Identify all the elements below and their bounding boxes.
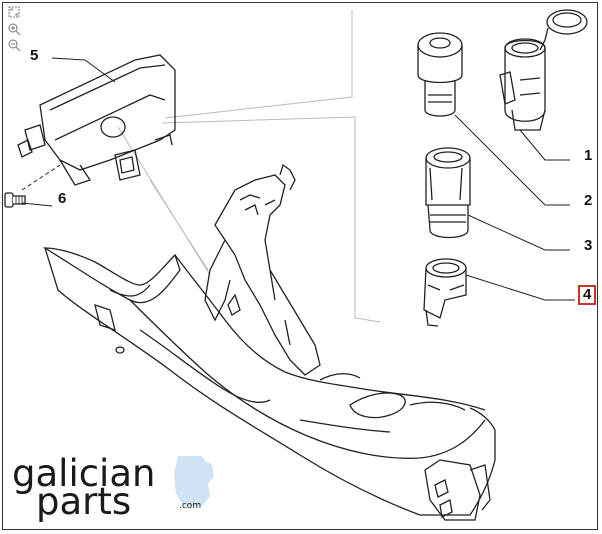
zoom-in-icon[interactable] xyxy=(7,22,21,36)
callout-1[interactable]: 1 xyxy=(584,147,593,164)
part-6-screw xyxy=(4,192,26,208)
part-2-lighter-plug xyxy=(417,32,463,117)
fit-view-icon[interactable] xyxy=(7,5,21,19)
center-console xyxy=(42,163,496,521)
callout-6[interactable]: 6 xyxy=(58,190,67,207)
callout-3[interactable]: 3 xyxy=(584,237,593,254)
guide-lines xyxy=(117,10,381,323)
brand-map-icon xyxy=(174,456,214,506)
callout-2[interactable]: 2 xyxy=(584,192,593,209)
zoom-out-icon[interactable] xyxy=(7,38,21,52)
callout-4[interactable]: 4 xyxy=(578,285,597,305)
part-4-socket-holder xyxy=(423,258,467,327)
part-5-storage-box xyxy=(17,54,176,186)
brand-line-1: galician xyxy=(12,452,156,495)
part-3-socket xyxy=(425,147,471,239)
brand-line-2: parts xyxy=(36,480,132,523)
diagram-frame xyxy=(2,2,598,530)
alignment-dash xyxy=(21,164,61,191)
brand-logo: galician parts .com xyxy=(12,452,214,522)
part-1-lighter-with-cap xyxy=(499,9,588,131)
callout-5[interactable]: 5 xyxy=(30,47,39,64)
leader-lines xyxy=(21,57,575,301)
brand-suffix: .com xyxy=(179,501,202,511)
